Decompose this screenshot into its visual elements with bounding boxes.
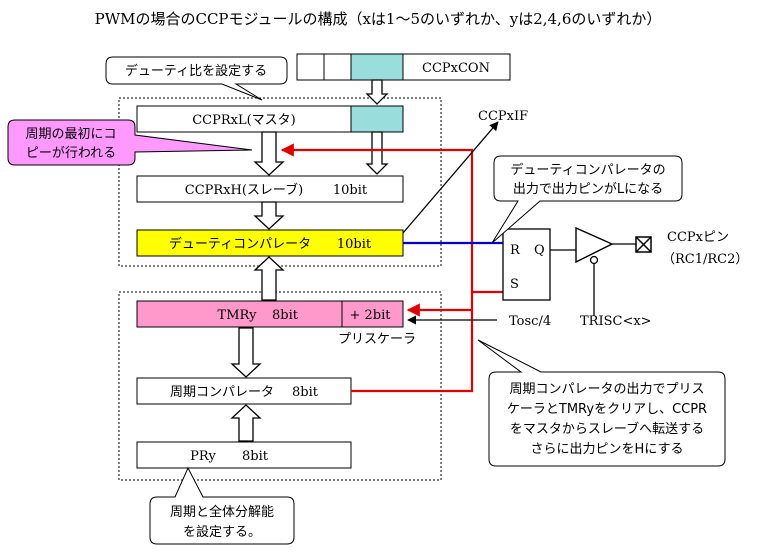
callout-duty-set: デューティ比を設定する xyxy=(105,56,288,101)
ccpxcon-register: CCPxCON xyxy=(296,53,511,81)
trisc-label: TRISC<x> xyxy=(580,314,652,329)
tmry-bits: 8bit xyxy=(272,308,299,323)
tmry-ext: + 2bit xyxy=(350,308,392,323)
arrow-ccprxl-to-ccprxh-left xyxy=(253,131,285,176)
callout-period-output-line2: ケーラとTMRyをクリアし、CCPR xyxy=(507,402,707,417)
prescaler-label: プリスケーラ xyxy=(338,332,416,347)
period-comparator: 周期コンパレータ 8bit xyxy=(136,377,352,405)
tristate-buffer xyxy=(575,226,614,265)
pry-label: PRy xyxy=(190,449,216,464)
period-comparator-bits: 8bit xyxy=(292,385,319,400)
red-feedback-lines xyxy=(280,143,503,393)
tmry-register: TMRy 8bit + 2bit xyxy=(136,300,404,328)
callout-period-set: 周期と全体分解能 を設定する。 xyxy=(149,466,295,545)
arrow-ccprxl-to-ccprxh-right xyxy=(365,131,389,175)
arrow-ccprxh-to-duty xyxy=(253,201,285,230)
ccprxl-label: CCPRxL(マスタ) xyxy=(192,113,296,128)
arrow-tmry-to-period xyxy=(230,327,262,378)
callout-period-set-line2: を設定する。 xyxy=(183,524,261,540)
callout-period-set-line1: 周期と全体分解能 xyxy=(170,504,274,520)
arrow-ccpxcon-to-ccprxl xyxy=(365,79,389,105)
ccpxif-label: CCPxIF xyxy=(478,109,528,124)
callout-period-output: 周期コンパレータの出力でプリス ケーラとTMRyをクリアし、CCPR をマスタか… xyxy=(477,339,726,467)
ccprxh-bits: 10bit xyxy=(333,183,368,198)
latch-s: S xyxy=(510,277,519,292)
ccprxh-register: CCPRxH(スレーブ) 10bit xyxy=(136,175,404,203)
duty-comparator: デューティコンパレータ 10bit xyxy=(136,229,404,257)
pry-bits: 8bit xyxy=(242,449,269,464)
callout-duty-output: デューティコンパレータの 出力で出力ピンがLになる xyxy=(491,155,683,244)
pin-icon xyxy=(635,236,652,253)
callout-duty-output-line2: 出力で出力ピンがLになる xyxy=(513,182,663,197)
callout-period-copy-line2: ピーが行われる xyxy=(26,146,116,161)
callout-period-copy: 周期の最初にコ ピーが行われる xyxy=(7,119,253,166)
ccpr-group-frame xyxy=(118,97,442,267)
ccpxcon-label: CCPxCON xyxy=(422,61,490,76)
duty-comparator-bits: 10bit xyxy=(337,237,372,252)
timer-group-frame xyxy=(118,291,442,481)
callout-period-output-line4: さらに出力ピンをHにする xyxy=(531,442,684,457)
callout-period-output-line1: 周期コンパレータの出力でプリス xyxy=(509,382,704,397)
callout-period-copy-line1: 周期の最初にコ xyxy=(25,127,116,142)
ccprxh-label: CCPRxH(スレーブ) xyxy=(185,182,303,198)
signal-lines xyxy=(402,121,636,325)
duty-comparator-label: デューティコンパレータ xyxy=(169,236,311,252)
arrow-pry-to-period xyxy=(230,404,262,442)
callout-duty-set-text: デューティ比を設定する xyxy=(125,63,267,79)
pry-register: PRy 8bit xyxy=(136,441,352,469)
transfer-arrows xyxy=(230,79,389,442)
period-comparator-label: 周期コンパレータ xyxy=(170,385,274,400)
ccprxl-register: CCPRxL(マスタ) xyxy=(136,105,404,133)
diagram-title: PWMの場合のCCPモジュールの構成（xは1～5のいずれか、yは2,4,6のいず… xyxy=(95,10,662,28)
rs-latch: R S Q xyxy=(502,228,551,301)
latch-q: Q xyxy=(534,243,545,258)
callout-period-output-line3: をマスタからスレーブへ転送する xyxy=(510,421,704,437)
pin-name-label: CCPxピン xyxy=(667,230,729,245)
tmry-label: TMRy xyxy=(218,308,258,323)
latch-r: R xyxy=(510,243,521,258)
pin-alt-label: （RC1/RC2） xyxy=(662,252,748,267)
tosc-label: Tosc/4 xyxy=(509,314,551,329)
arrow-tmry-to-duty xyxy=(253,256,285,301)
callout-duty-output-line1: デューティコンパレータの xyxy=(510,162,665,178)
